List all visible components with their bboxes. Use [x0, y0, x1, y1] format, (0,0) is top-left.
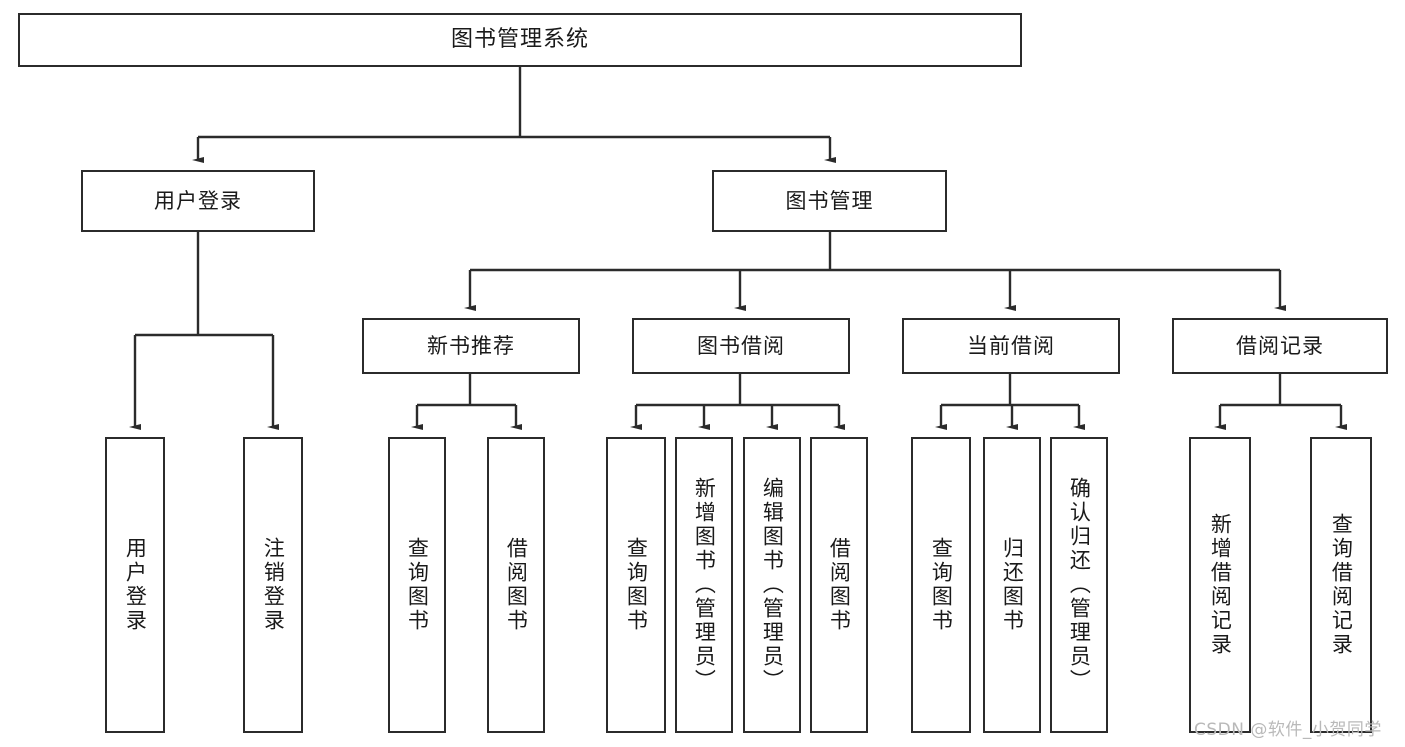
node-label: 图书借阅 [697, 333, 785, 358]
node-label: 借阅记录 [1236, 333, 1324, 358]
node-leaf-query-book-1[interactable]: 查询图书 [388, 437, 446, 733]
node-leaf-add-record[interactable]: 新增借阅记录 [1189, 437, 1251, 733]
node-leaf-user-login[interactable]: 用户登录 [105, 437, 165, 733]
node-leaf-return-book[interactable]: 归还图书 [983, 437, 1041, 733]
node-label: 借阅图书 [504, 537, 529, 633]
node-book-manage[interactable]: 图书管理 [712, 170, 947, 232]
node-current-borrow[interactable]: 当前借阅 [902, 318, 1120, 374]
node-label: 新增图书（管理员） [692, 477, 717, 693]
node-label: 借阅图书 [827, 537, 852, 633]
node-leaf-query-book-3[interactable]: 查询图书 [911, 437, 971, 733]
node-label: 确认归还（管理员） [1067, 477, 1092, 693]
node-leaf-logout[interactable]: 注销登录 [243, 437, 303, 733]
node-label: 用户登录 [154, 188, 242, 213]
node-label: 用户登录 [123, 537, 148, 633]
node-user-login[interactable]: 用户登录 [81, 170, 315, 232]
node-label: 查询图书 [405, 537, 430, 633]
csdn-watermark: CSDN @软件_小贺同学 [1194, 720, 1382, 740]
node-leaf-query-book-2[interactable]: 查询图书 [606, 437, 666, 733]
node-label: 归还图书 [1000, 537, 1025, 633]
node-leaf-borrow-book-1[interactable]: 借阅图书 [487, 437, 545, 733]
node-label: 新书推荐 [427, 333, 515, 358]
node-leaf-confirm-return[interactable]: 确认归还（管理员） [1050, 437, 1108, 733]
node-label: 当前借阅 [967, 333, 1055, 358]
node-borrow-record[interactable]: 借阅记录 [1172, 318, 1388, 374]
node-root[interactable]: 图书管理系统 [18, 13, 1022, 67]
node-label: 查询借阅记录 [1329, 513, 1354, 657]
node-label: 图书管理系统 [450, 27, 589, 53]
node-label: 编辑图书（管理员） [760, 477, 785, 693]
node-book-borrow[interactable]: 图书借阅 [632, 318, 850, 374]
node-label: 查询图书 [929, 537, 954, 633]
node-label: 查询图书 [624, 537, 649, 633]
node-leaf-borrow-book-2[interactable]: 借阅图书 [810, 437, 868, 733]
node-leaf-edit-book[interactable]: 编辑图书（管理员） [743, 437, 801, 733]
node-new-book-rec[interactable]: 新书推荐 [362, 318, 580, 374]
node-leaf-query-record[interactable]: 查询借阅记录 [1310, 437, 1372, 733]
node-leaf-add-book[interactable]: 新增图书（管理员） [675, 437, 733, 733]
node-label: 新增借阅记录 [1208, 513, 1233, 657]
node-label: 注销登录 [261, 537, 286, 633]
node-label: 图书管理 [785, 188, 874, 213]
